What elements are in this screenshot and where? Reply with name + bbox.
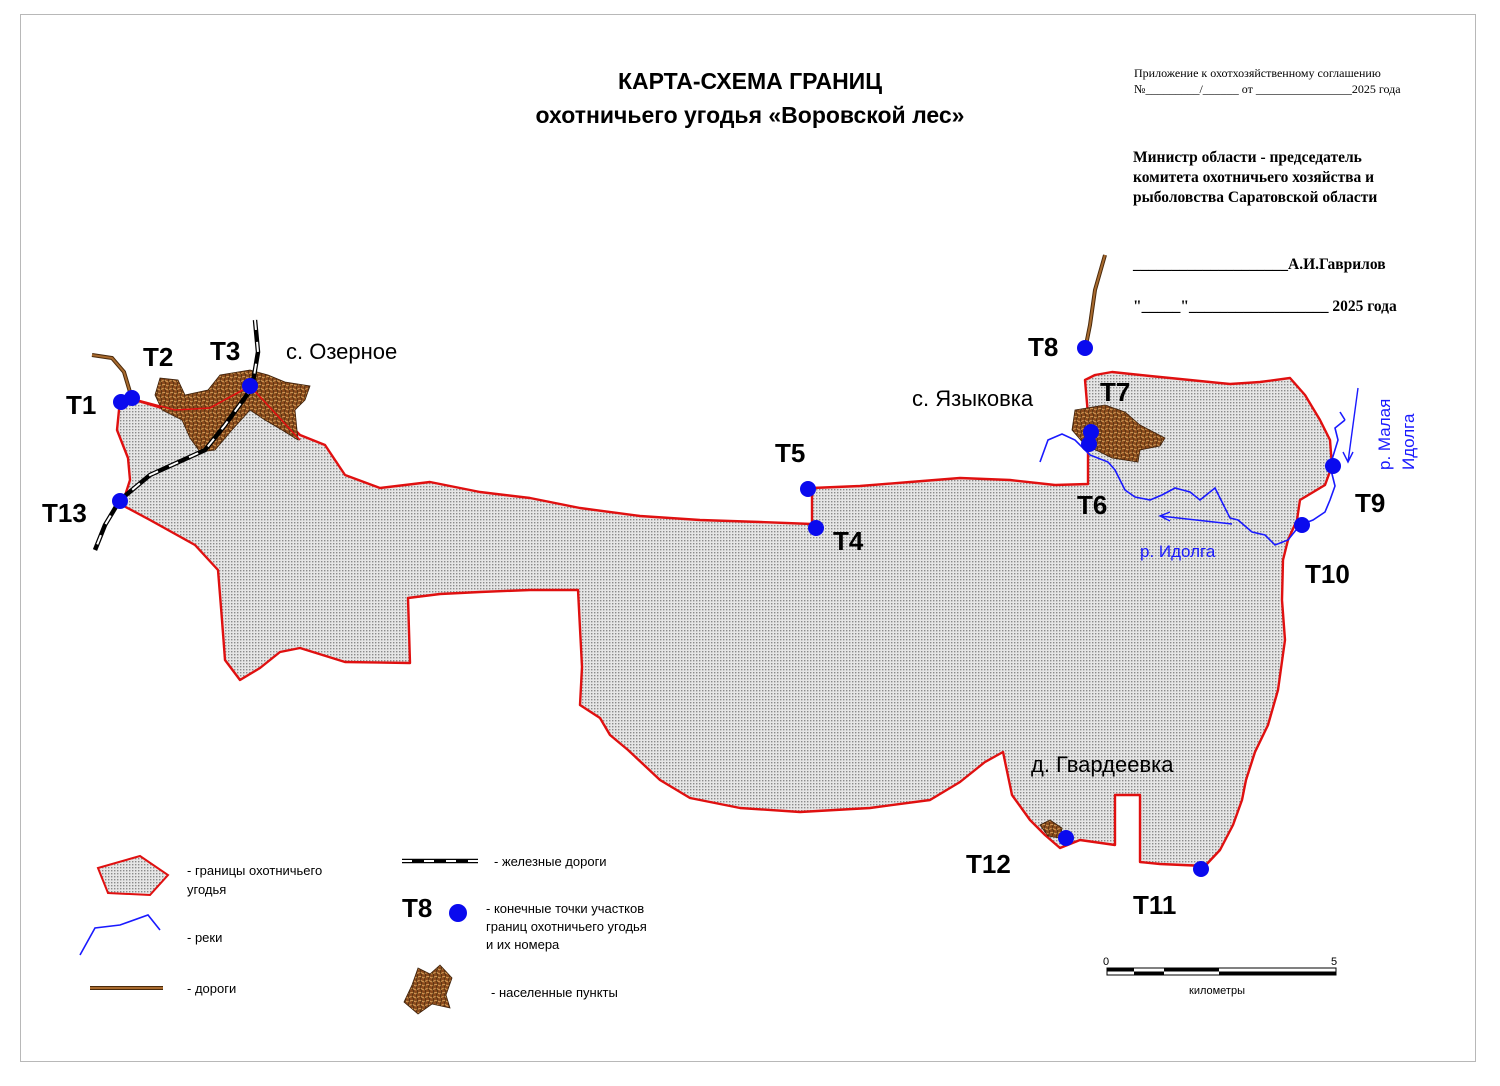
point-t7 bbox=[1083, 424, 1099, 440]
appendix-line-2: №_________/______ от ________________202… bbox=[1134, 82, 1401, 96]
label-t3: T3 bbox=[210, 336, 240, 366]
legend-points-line2: границ охотничьего угодья bbox=[486, 919, 647, 934]
minister-line-2: комитета охотничьего хозяйства и bbox=[1133, 169, 1375, 186]
point-t11 bbox=[1193, 861, 1209, 877]
scale-unit: километры bbox=[1189, 985, 1245, 997]
legend-boundary-line1: - границы охотничьего bbox=[187, 863, 322, 878]
ozernoe-internal-boundary bbox=[129, 384, 301, 441]
road-north-yazykovka-inner bbox=[1084, 254, 1106, 351]
place-gvardeevka: д. Гвардеевка bbox=[1031, 752, 1174, 777]
point-t12 bbox=[1058, 830, 1074, 846]
label-t1: T1 bbox=[66, 390, 96, 420]
label-t2: T2 bbox=[143, 342, 173, 372]
appendix-line-1: Приложение к охотхозяйственному соглашен… bbox=[1134, 66, 1381, 80]
map-title: КАРТА-СХЕМА ГРАНИЦ bbox=[617, 68, 883, 94]
river-arrow-idolga bbox=[1158, 511, 1233, 525]
road-t1-inner bbox=[91, 354, 131, 393]
minister-line-1: Министр области - председатель bbox=[1133, 149, 1362, 166]
label-t9: T9 bbox=[1355, 488, 1385, 518]
label-t10: T10 bbox=[1305, 559, 1350, 589]
legend-point-icon bbox=[449, 904, 467, 922]
scale-start: 0 bbox=[1103, 956, 1109, 968]
river-label-malaya-group: р. Малая Идолга bbox=[1375, 399, 1418, 470]
legend-river-icon bbox=[79, 914, 161, 956]
label-t7: T7 bbox=[1100, 377, 1130, 407]
signature-line: ____________________А.И.Гаврилов bbox=[1133, 256, 1386, 273]
label-t12: T12 bbox=[966, 849, 1011, 879]
minister-line-3: рыболовства Саратовской области bbox=[1133, 189, 1378, 206]
point-t10 bbox=[1294, 517, 1310, 533]
legend-boundary-icon bbox=[96, 854, 170, 897]
legend-railways: - железные дороги bbox=[494, 854, 607, 869]
river-label-malaya-line1: р. Малая bbox=[1375, 399, 1394, 470]
point-t3 bbox=[242, 378, 258, 394]
river-arrow-malaya bbox=[1342, 387, 1359, 464]
legend-roads: - дороги bbox=[187, 981, 236, 996]
label-t13: T13 bbox=[42, 498, 87, 528]
river-label-malaya-line2: Идолга bbox=[1399, 413, 1418, 470]
page-frame bbox=[20, 14, 1476, 1062]
scale-end: 5 bbox=[1331, 956, 1337, 968]
map-subtitle: охотничьего угодья «Воровской лес» bbox=[535, 102, 965, 128]
legend-rivers: - реки bbox=[187, 930, 222, 945]
legend-boundary-line2: угодья bbox=[187, 882, 226, 897]
point-t8 bbox=[1077, 340, 1093, 356]
legend-point-label: T8 bbox=[402, 893, 432, 923]
boundary-points bbox=[112, 340, 1341, 877]
point-t5 bbox=[800, 481, 816, 497]
label-t6: T6 bbox=[1077, 490, 1107, 520]
river-malaya-idolga bbox=[1339, 411, 1346, 421]
railway-dash bbox=[94, 319, 260, 551]
legend-settlements: - населенные пункты bbox=[491, 985, 618, 1000]
date-line: "_____"__________________ 2025 года bbox=[1133, 298, 1397, 315]
place-yazykovka: с. Языковка bbox=[912, 386, 1034, 411]
point-t2 bbox=[124, 390, 140, 406]
point-t6 bbox=[1081, 436, 1097, 452]
point-t9 bbox=[1325, 458, 1341, 474]
place-ozernoe: с. Озерное bbox=[286, 339, 397, 364]
legend-points-line3: и их номера bbox=[486, 937, 560, 952]
minister-block: Министр области - председатель комитета … bbox=[1133, 148, 1377, 208]
label-t5: T5 bbox=[775, 438, 805, 468]
legend-points-line1: - конечные точки участков bbox=[486, 901, 644, 916]
point-t4 bbox=[808, 520, 824, 536]
hunting-ground-area bbox=[115, 370, 1334, 868]
label-t8: T8 bbox=[1028, 332, 1058, 362]
river-idolga bbox=[1039, 419, 1346, 546]
point-t13 bbox=[112, 493, 128, 509]
legend: - границы охотничьего угодья - реки - до… bbox=[79, 854, 647, 1015]
legend-settlement-icon bbox=[403, 964, 453, 1015]
scale-bar: 0 5 километры bbox=[1103, 956, 1337, 997]
label-t4: T4 bbox=[833, 526, 864, 556]
label-t11: T11 bbox=[1133, 890, 1176, 920]
river-label-idolga: р. Идолга bbox=[1140, 542, 1216, 561]
